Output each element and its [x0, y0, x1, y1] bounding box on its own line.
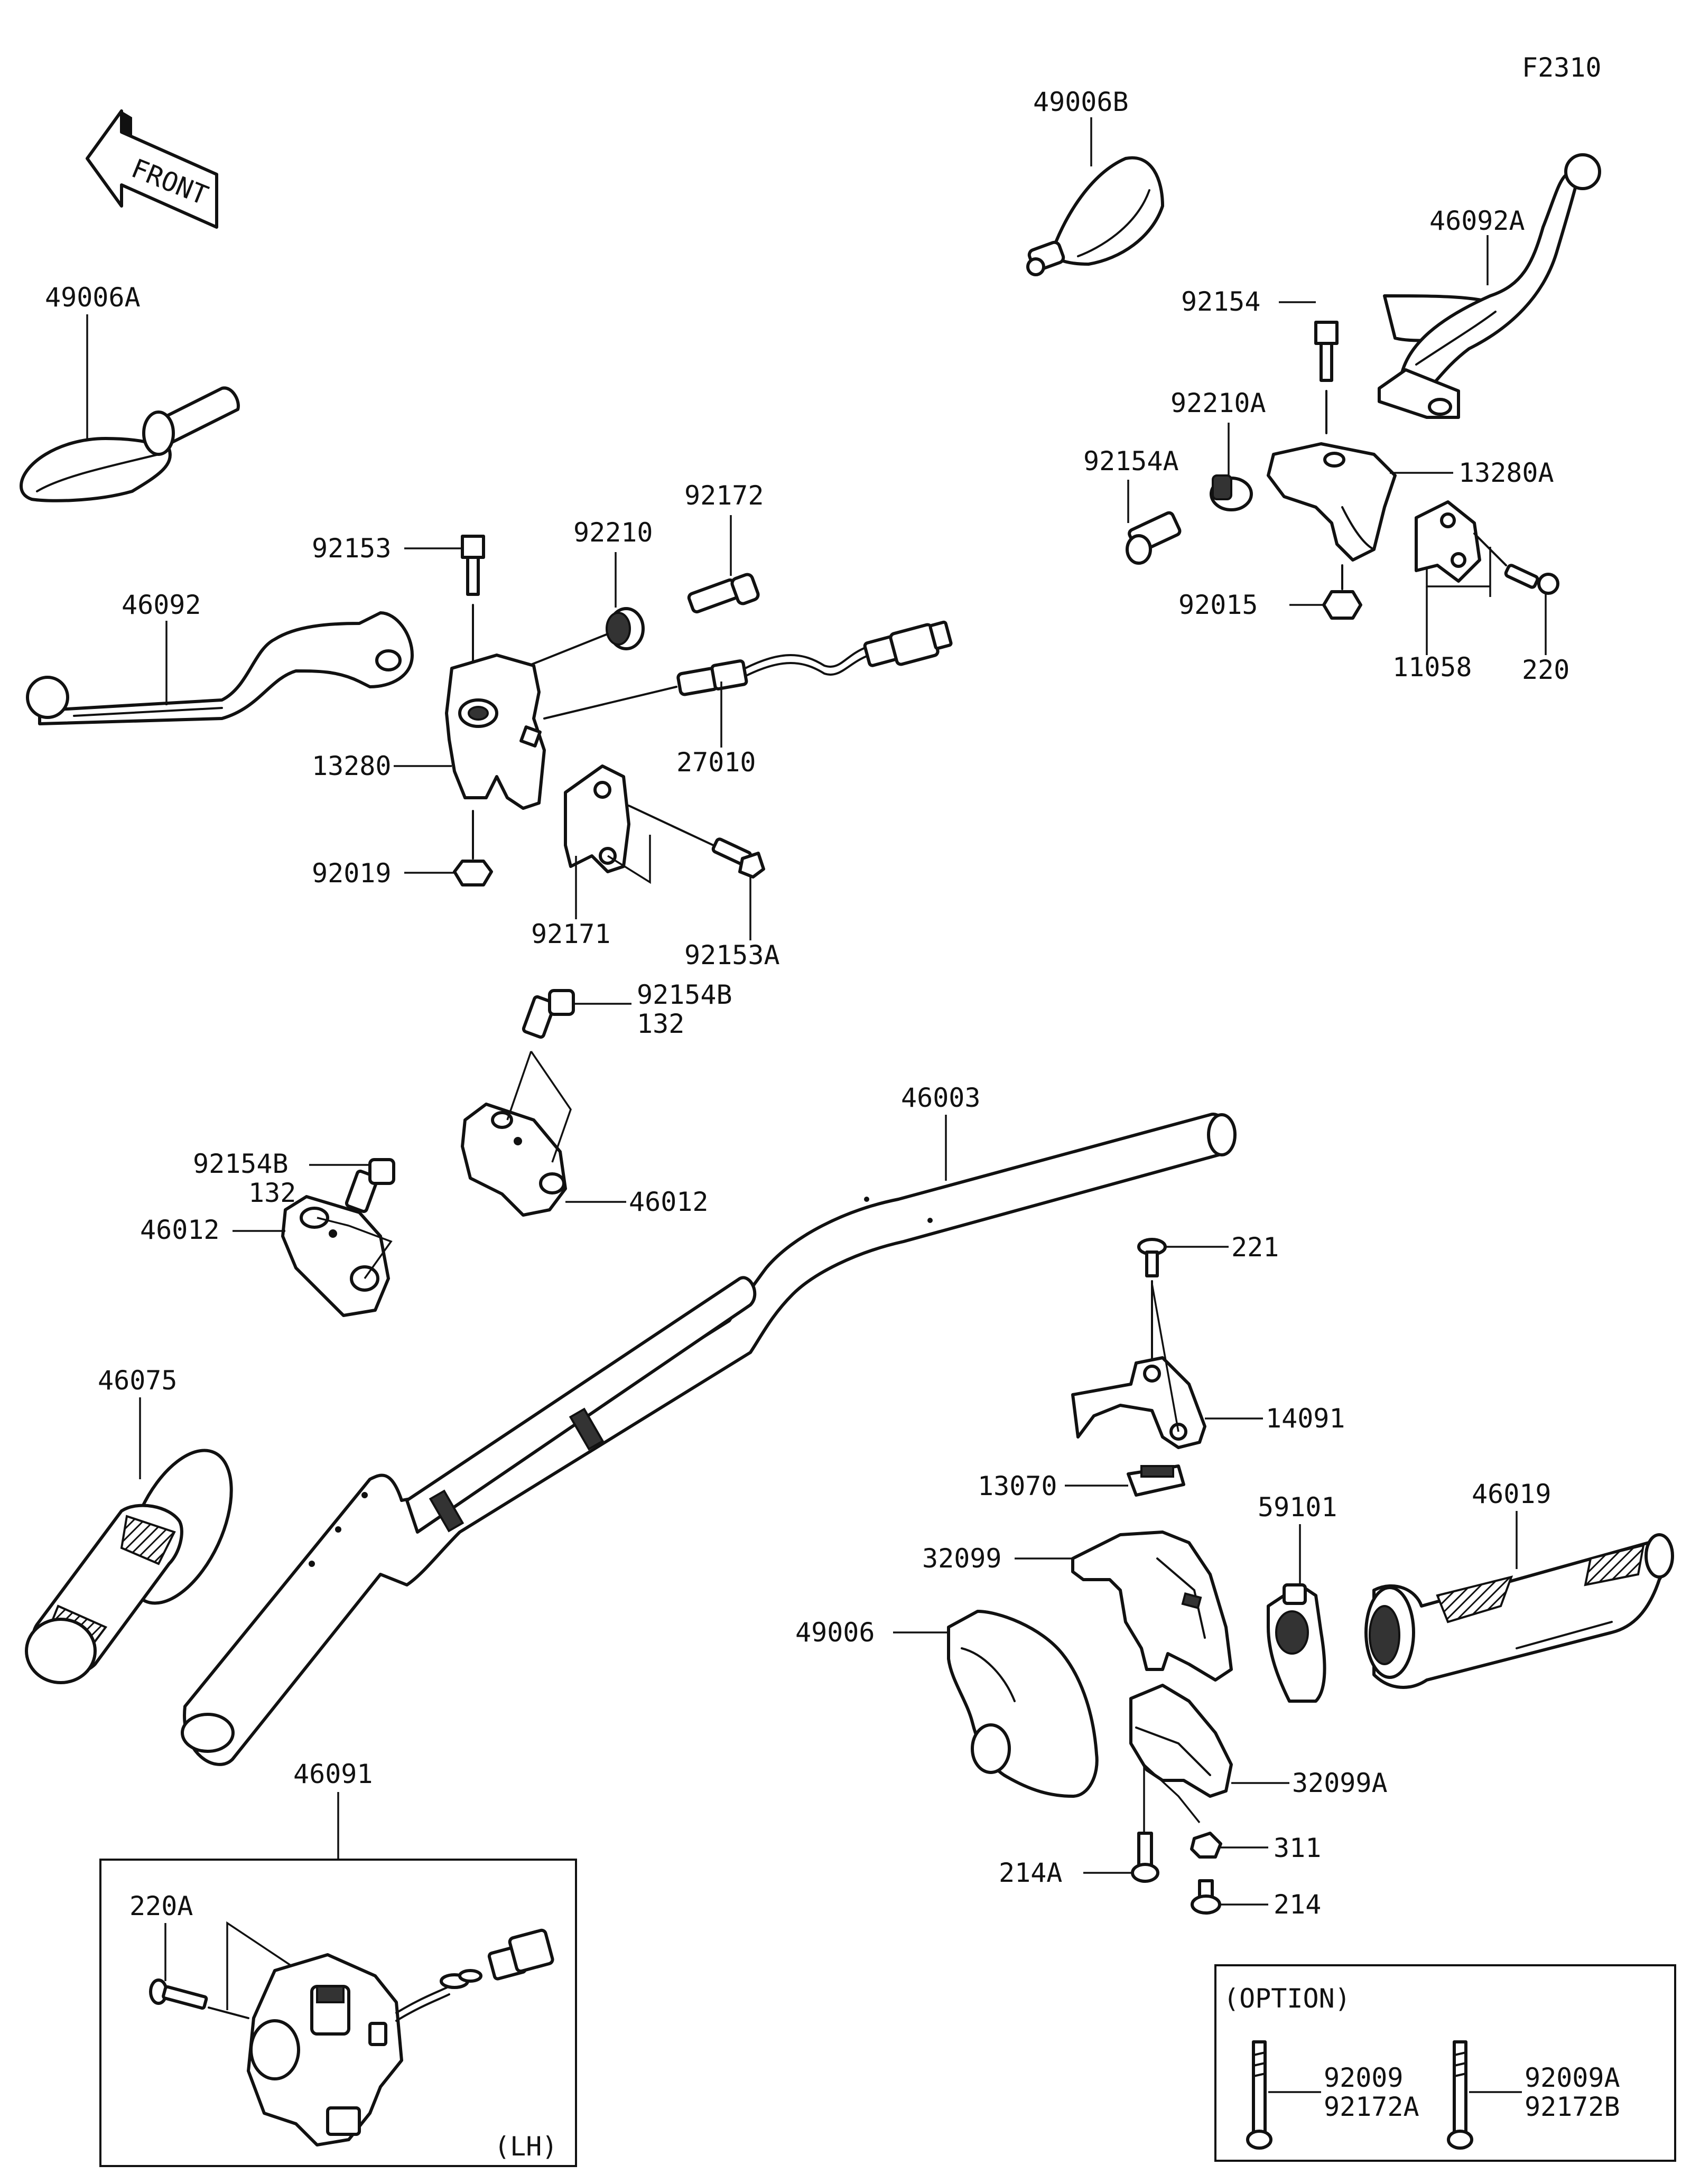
label-92171: 92171 [531, 919, 611, 949]
front-arrow-icon: FRONT [86, 109, 218, 229]
switch-housing-46091 [247, 1928, 554, 2146]
label-92172: 92172 [684, 480, 764, 511]
handlebar-46003 [181, 1113, 1237, 1766]
right-grip-46019 [1364, 1533, 1674, 1689]
label-214a: 214A [999, 1858, 1062, 1888]
bolt-92154b-lower [345, 1158, 395, 1214]
adjuster-wheel-92210 [606, 607, 645, 650]
label-92154b-upper: 92154B [637, 979, 732, 1010]
label-49006b: 49006B [1033, 87, 1129, 117]
label-49006a: 49006A [45, 282, 141, 313]
bolt-92153a [711, 837, 765, 879]
label-13070: 13070 [978, 1471, 1057, 1501]
label-92154: 92154 [1181, 286, 1261, 317]
lever-perch-13280a [1267, 442, 1397, 562]
clutch-lever-46092a [1378, 153, 1601, 419]
label-59101: 59101 [1258, 1492, 1337, 1523]
screw-221 [1137, 1238, 1167, 1277]
bolt-92153 [461, 535, 485, 596]
label-46091: 46091 [293, 1759, 373, 1789]
screw-92172 [687, 573, 760, 614]
clutch-switch-27010 [676, 620, 953, 696]
handlebar-clamp-46012-lower [281, 1195, 390, 1317]
throttle-pulley-59101 [1267, 1583, 1326, 1703]
hand-guard-49006b [1026, 156, 1164, 276]
figure-code: F2310 [1522, 52, 1602, 83]
bracket-14091 [1071, 1356, 1206, 1449]
label-92009: 92009 [1324, 2062, 1404, 2093]
long-screw-92009a [1447, 2040, 1473, 2150]
label-27010: 27010 [676, 747, 756, 778]
label-220: 220 [1522, 655, 1569, 685]
label-92019: 92019 [312, 858, 392, 889]
label-92154b-lower: 92154B [193, 1149, 289, 1179]
label-46019: 46019 [1472, 1479, 1551, 1509]
brake-lever-46092 [26, 611, 414, 725]
label-13280: 13280 [312, 751, 392, 781]
label-46075: 46075 [98, 1365, 178, 1396]
label-92153: 92153 [312, 533, 392, 564]
label-49006: 49006 [795, 1617, 875, 1648]
label-46012-left: 46012 [140, 1215, 220, 1245]
throttle-housing-32099 [1071, 1530, 1233, 1682]
handlebar-clamp-46012-upper [461, 1103, 567, 1217]
nut-92019 [453, 860, 493, 886]
throttle-housing-32099a [1129, 1684, 1233, 1798]
label-46092a: 46092A [1429, 206, 1525, 236]
label-92210: 92210 [573, 517, 653, 548]
label-32099: 32099 [922, 1543, 1002, 1574]
label-14091: 14091 [1266, 1403, 1345, 1434]
option-label: (OPTION) [1223, 1983, 1351, 2014]
option-box [1214, 1964, 1676, 2162]
lh-label: (LH) [494, 2131, 558, 2162]
lever-perch-13280 [445, 654, 546, 810]
adjuster-wheel-92210a [1210, 474, 1253, 511]
screw-220 [1504, 564, 1559, 595]
screw-214 [1191, 1879, 1221, 1915]
screw-214a [1131, 1832, 1159, 1883]
long-screw-92009 [1246, 2040, 1272, 2150]
label-46012-right: 46012 [629, 1187, 709, 1217]
label-13280a: 13280A [1458, 458, 1554, 488]
clamp-92171 [564, 764, 630, 873]
hand-guard-49006a [20, 386, 240, 502]
label-92210a: 92210A [1170, 388, 1266, 418]
label-132-upper: 132 [637, 1009, 684, 1039]
label-46092: 46092 [122, 590, 201, 620]
nut-311 [1190, 1832, 1222, 1859]
label-32099a: 32099A [1292, 1768, 1388, 1798]
bolt-92154b-upper [522, 989, 575, 1039]
clamp-11058 [1415, 500, 1481, 583]
bolt-92154 [1314, 321, 1339, 382]
label-92172b: 92172B [1525, 2092, 1620, 2122]
label-92009a: 92009A [1525, 2062, 1620, 2093]
label-92172a: 92172A [1324, 2092, 1419, 2122]
cable-guide-13070 [1127, 1464, 1185, 1497]
label-220a: 220A [129, 1891, 193, 1921]
left-grip-46075 [25, 1449, 233, 1684]
adjuster-bolt-92154a [1126, 511, 1182, 565]
label-311: 311 [1274, 1833, 1321, 1863]
label-214: 214 [1274, 1889, 1321, 1920]
switch-detail-box [99, 1859, 577, 2167]
label-92015: 92015 [1178, 590, 1258, 620]
label-92153a: 92153A [684, 940, 780, 970]
screw-220a [149, 1978, 208, 2010]
nut-92015 [1322, 590, 1362, 620]
label-132-lower: 132 [248, 1178, 296, 1208]
throttle-cover-49006 [947, 1610, 1099, 1798]
label-11058: 11058 [1392, 652, 1472, 683]
label-46003: 46003 [901, 1082, 981, 1113]
label-92154a: 92154A [1083, 446, 1179, 477]
label-221: 221 [1231, 1232, 1279, 1263]
